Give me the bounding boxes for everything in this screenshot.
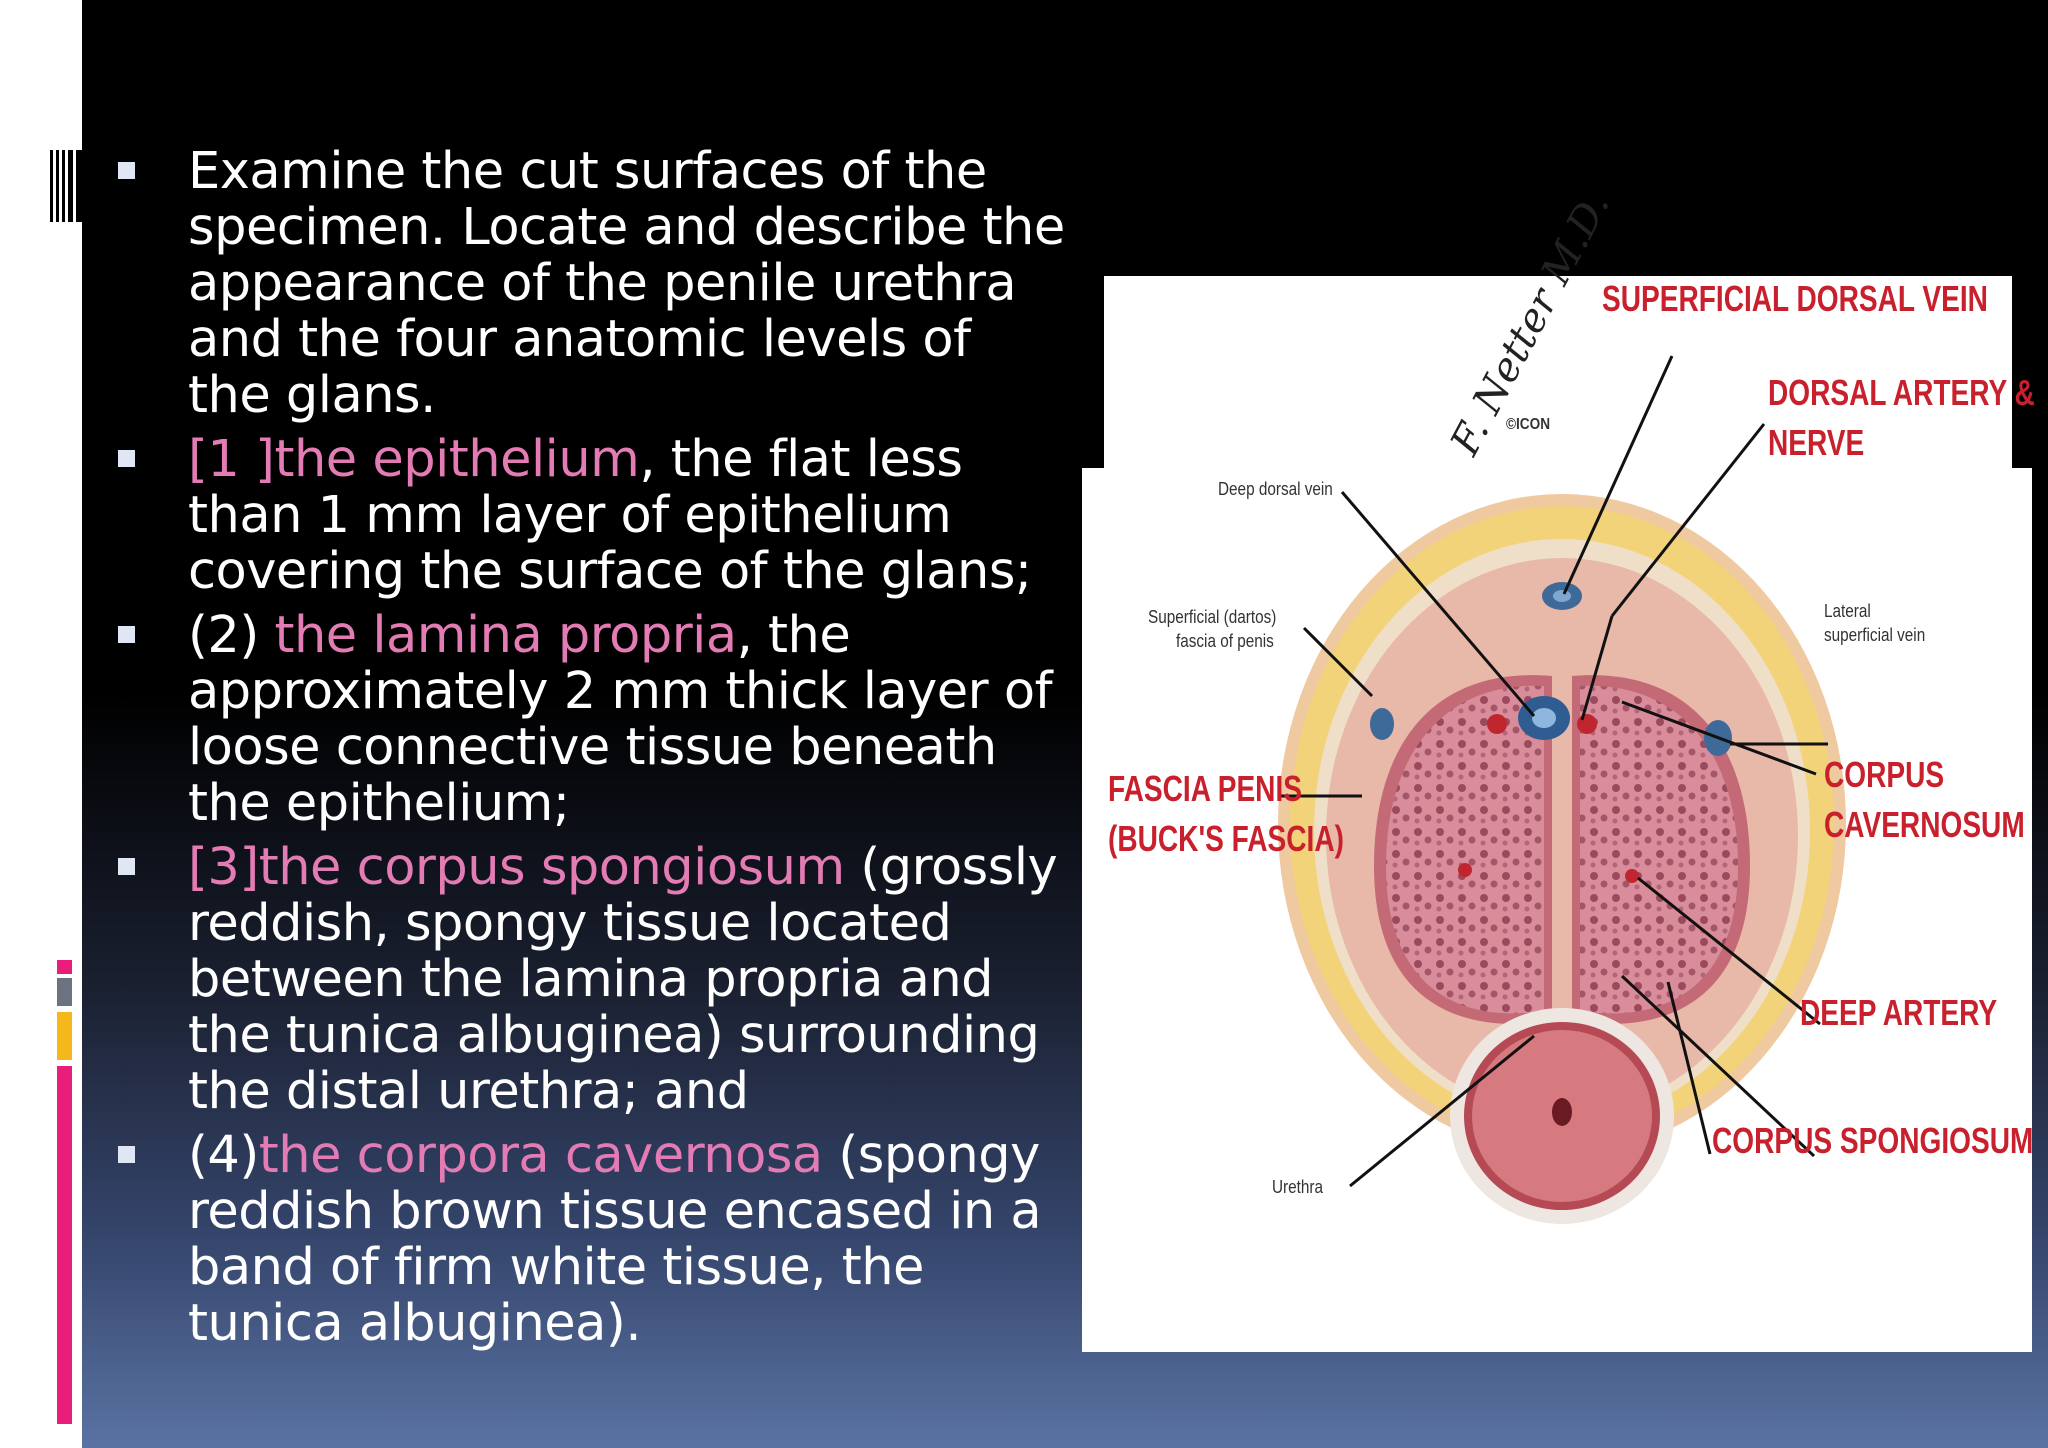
label-urethra: Urethra: [1272, 1177, 1324, 1197]
label-deep-dorsal-vein: Deep dorsal vein: [1218, 479, 1333, 499]
bullet-text: (4): [188, 1126, 259, 1185]
accent-pink-bar: [57, 1066, 72, 1424]
bullet-text: (grossly reddish, spongy tissue located …: [188, 838, 1058, 1121]
bullet-text: Examine the cut surfaces of the specimen…: [188, 142, 1065, 425]
bullet-item: Examine the cut surfaces of the specimen…: [118, 142, 1068, 425]
penis-cross-section-illustration: [1082, 276, 2032, 1352]
label-superficial-fascia-line1: Superficial (dartos): [1148, 607, 1277, 627]
accent-pink-top: [57, 960, 72, 974]
label-fascia-penis-line2: (BUCK'S FASCIA): [1108, 818, 1344, 859]
bullet-text: (2): [188, 606, 275, 665]
label-lateral-vein-line1: Lateral: [1824, 601, 1871, 621]
accent-gray: [57, 978, 72, 1006]
label-superficial-dorsal-vein: SUPERFICIAL DORSAL VEIN: [1602, 278, 1988, 319]
bullet-square-icon: [118, 1146, 135, 1163]
label-deep-artery: DEEP ARTERY: [1800, 992, 1998, 1033]
bullet-item: [1 ]the epithelium, the flat less than 1…: [118, 430, 1068, 601]
label-superficial-fascia-line2: fascia of penis: [1176, 631, 1274, 651]
bullet-square-icon: [118, 626, 135, 643]
bullet-square-icon: [118, 858, 135, 875]
bullet-text: (spongy reddish brown tissue encased in …: [188, 1126, 1042, 1353]
highlighted-term: the corpora cavernosa: [258, 1126, 823, 1185]
bullet-square-icon: [118, 162, 135, 179]
bullet-text: , the approximately 2 mm thick layer of …: [188, 606, 1053, 833]
bullet-list: Examine the cut surfaces of the specimen…: [118, 142, 1068, 1360]
bullet-item: [3]the corpus spongiosum (grossly reddis…: [118, 838, 1068, 1121]
bullet-square-icon: [118, 450, 135, 467]
label-corpus-spongiosum: CORPUS SPONGIOSUM: [1712, 1120, 2034, 1161]
bullet-item: (4)the corpora cavernosa (spongy reddish…: [118, 1126, 1068, 1353]
highlighted-term: [1 ]the epithelium: [188, 430, 640, 489]
label-fascia-penis-line1: FASCIA PENIS: [1108, 768, 1303, 809]
accent-yellow: [57, 1012, 72, 1060]
label-dorsal-artery-line1: DORSAL ARTERY &: [1768, 372, 2035, 413]
highlighted-term: the lamina propria: [274, 606, 737, 665]
label-corpus-cavernosum-line2: CAVERNOSUM: [1824, 804, 2025, 845]
anatomy-figure: F. Netter M.D. ©ICON SUPERFICIAL DORSAL …: [1082, 185, 2035, 1352]
bullet-text: , the flat less than 1 mm layer of epith…: [188, 430, 1032, 601]
decorative-bars: [50, 150, 82, 222]
label-corpus-cavernosum-line1: CORPUS: [1824, 754, 1945, 795]
publisher-mark: ©ICON: [1506, 416, 1551, 433]
label-lateral-vein-line2: superficial vein: [1824, 625, 1926, 645]
highlighted-term: [3]the corpus spongiosum: [188, 838, 845, 897]
label-dorsal-artery-line2: NERVE: [1768, 422, 1865, 463]
bullet-item: (2) the lamina propria, the approximatel…: [118, 606, 1068, 833]
